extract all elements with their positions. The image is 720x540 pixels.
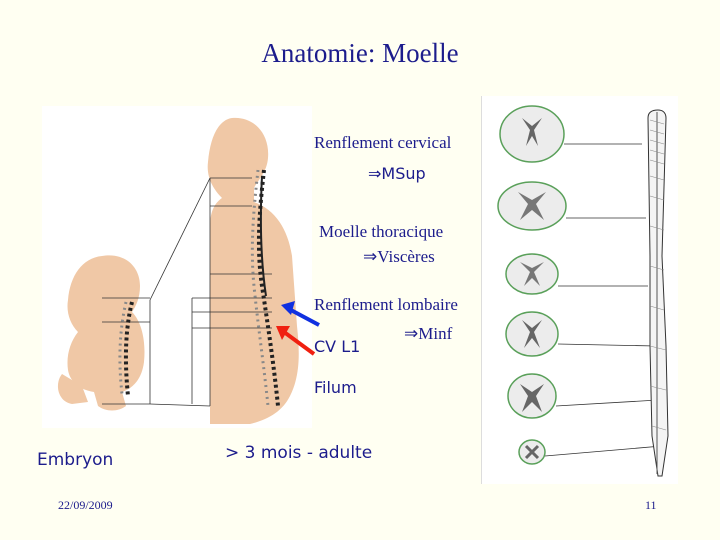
label-lumbar: Renflement lombaire — [314, 295, 458, 314]
label-adult: > 3 mois - adulte — [225, 443, 373, 463]
label-visceres: ⇒Viscères — [363, 247, 435, 266]
section-lumbar — [505, 311, 559, 357]
infant-spine — [123, 301, 134, 397]
guide-lines — [102, 177, 272, 407]
label-cv-l1: CV L1 — [314, 337, 361, 356]
footer-date: 22/09/2009 — [58, 498, 113, 512]
label-cervical: Renflement cervical — [314, 133, 452, 152]
section-coccygeal — [518, 439, 546, 465]
section-sacral — [507, 373, 557, 419]
label-thoracic: Moelle thoracique — [319, 222, 444, 241]
slide-title: Anatomie: Moelle — [261, 38, 459, 68]
section-leaders — [544, 143, 663, 457]
footer-page-number: 11 — [645, 498, 657, 512]
adult-spine — [256, 169, 280, 407]
section-thoracic — [505, 253, 559, 295]
label-embryon: Embryon — [37, 450, 114, 470]
label-filum: Filum — [314, 378, 357, 397]
adult-silhouette — [207, 117, 299, 424]
body-illustration — [42, 106, 312, 428]
label-minf: ⇒Minf — [404, 324, 453, 343]
body-figures — [57, 117, 299, 424]
cord-sections-panel — [481, 96, 678, 484]
long-cord — [647, 109, 669, 477]
red-arrow — [276, 326, 316, 356]
cord-sections — [497, 105, 669, 477]
blue-arrow — [281, 301, 320, 327]
section-cervical — [499, 105, 565, 163]
infant-silhouette — [67, 255, 145, 411]
section-upper-thoracic — [497, 181, 567, 231]
label-msup: ⇒MSup — [368, 164, 426, 183]
